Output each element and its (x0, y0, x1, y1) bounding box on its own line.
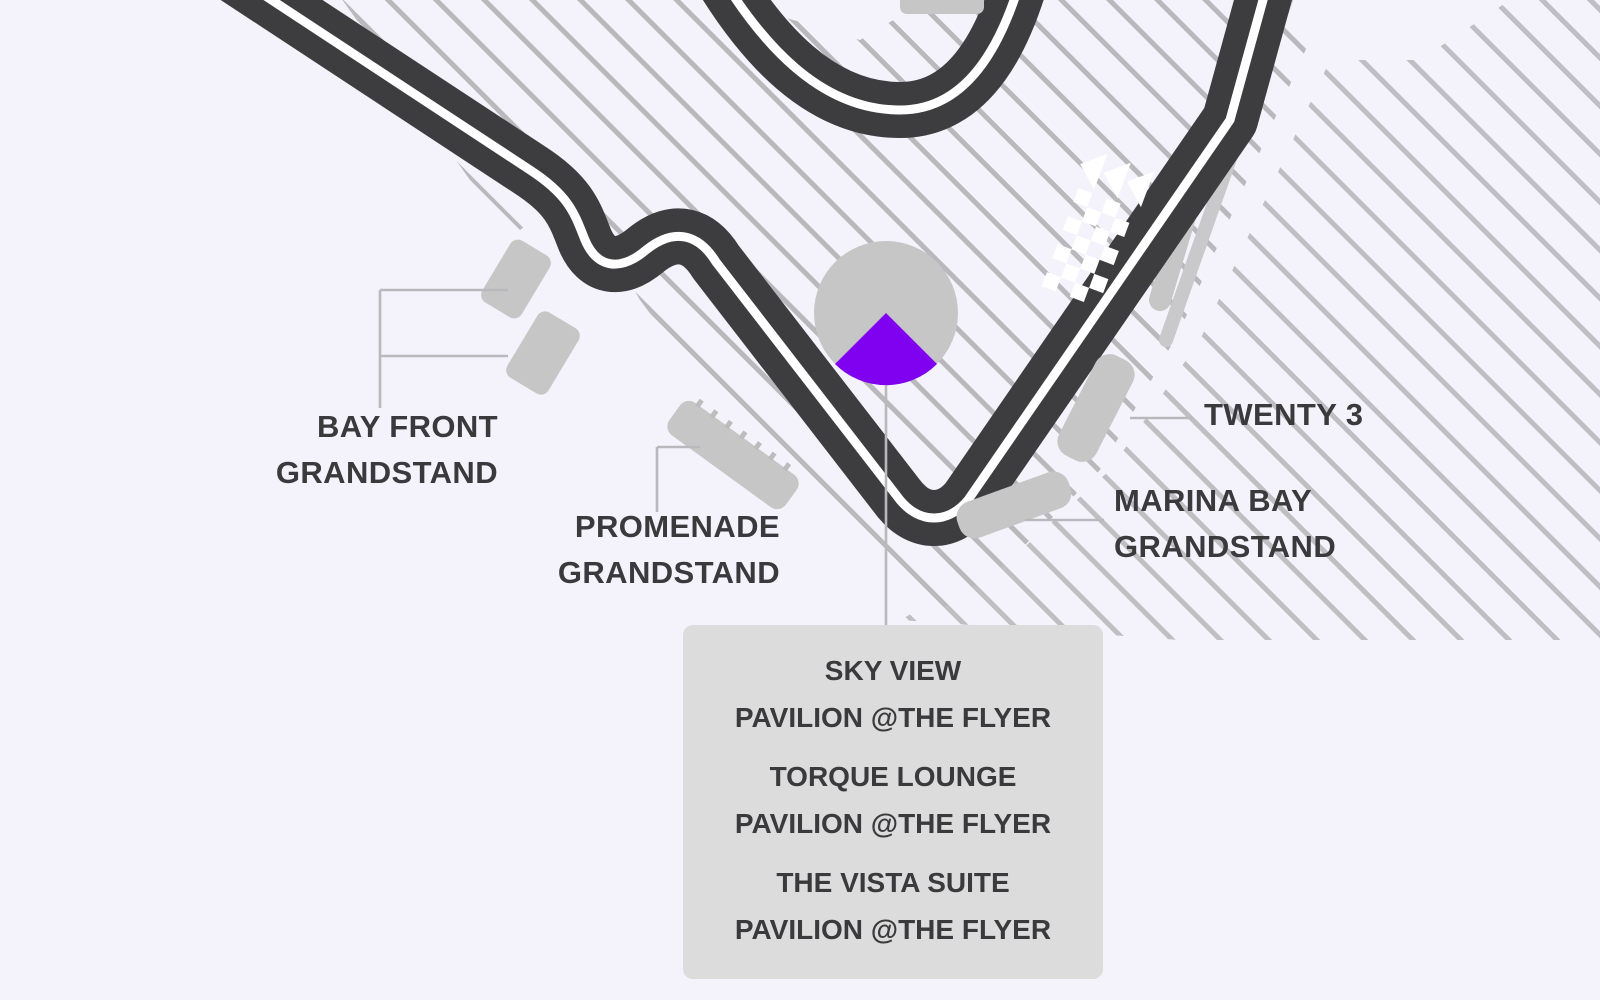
leader-lines (378, 288, 1192, 632)
grandstand-bay-front-b (506, 311, 580, 395)
leader-promenade (655, 445, 700, 512)
label-bay-front-line-1: BAY FRONT (316, 409, 498, 444)
tooltip-entry-name: THE VISTA SUITE (776, 867, 1010, 898)
tooltip-entry[interactable]: TORQUE LOUNGE PAVILION @THE FLYER (693, 753, 1093, 847)
tooltip-entry[interactable]: SKY VIEW PAVILION @THE FLYER (693, 647, 1093, 741)
infield-building (900, 0, 984, 14)
viewpoint-tooltip[interactable]: SKY VIEW PAVILION @THE FLYER TORQUE LOUN… (683, 625, 1103, 979)
grandstand-bay-front-a (481, 239, 551, 319)
label-bay-front-grandstand[interactable]: BAY FRONT GRANDSTAND (268, 404, 498, 496)
label-bay-front-line-2: GRANDSTAND (275, 455, 498, 490)
selected-viewpoint-marker[interactable] (814, 241, 958, 386)
tooltip-entry-venue: PAVILION @THE FLYER (734, 808, 1052, 839)
tooltip-entry-name: SKY VIEW (824, 655, 962, 686)
label-twenty-3-line-1: TWENTY 3 (1204, 397, 1364, 432)
label-marina-bay-line-1: MARINA BAY (1114, 483, 1313, 518)
label-promenade-line-1: PROMENADE (574, 509, 780, 544)
label-promenade-line-2: GRANDSTAND (557, 555, 780, 590)
label-marina-bay-grandstand[interactable]: MARINA BAY GRANDSTAND (1114, 478, 1342, 570)
tooltip-entry-name: TORQUE LOUNGE (769, 761, 1017, 792)
grandstand-blocks (481, 239, 1135, 539)
label-marina-bay-line-2: GRANDSTAND (1114, 529, 1337, 564)
start-finish-grid (1041, 187, 1130, 302)
grandstand-marina-bay (956, 471, 1072, 539)
leader-bay-front (378, 288, 508, 408)
grandstand-promenade (667, 398, 799, 510)
tooltip-entry-venue: PAVILION @THE FLYER (734, 702, 1052, 733)
tooltip-entry[interactable]: THE VISTA SUITE PAVILION @THE FLYER (693, 859, 1093, 953)
grandstand-twenty-3 (1057, 354, 1135, 462)
label-twenty-3[interactable]: TWENTY 3 (1204, 392, 1363, 438)
tooltip-entry-venue: PAVILION @THE FLYER (734, 914, 1052, 945)
direction-arrow-icon (1080, 154, 1155, 208)
label-promenade-grandstand[interactable]: PROMENADE GRANDSTAND (548, 504, 780, 596)
viewpoint-cone-icon (835, 313, 937, 386)
track-centre-line (263, 0, 1268, 523)
